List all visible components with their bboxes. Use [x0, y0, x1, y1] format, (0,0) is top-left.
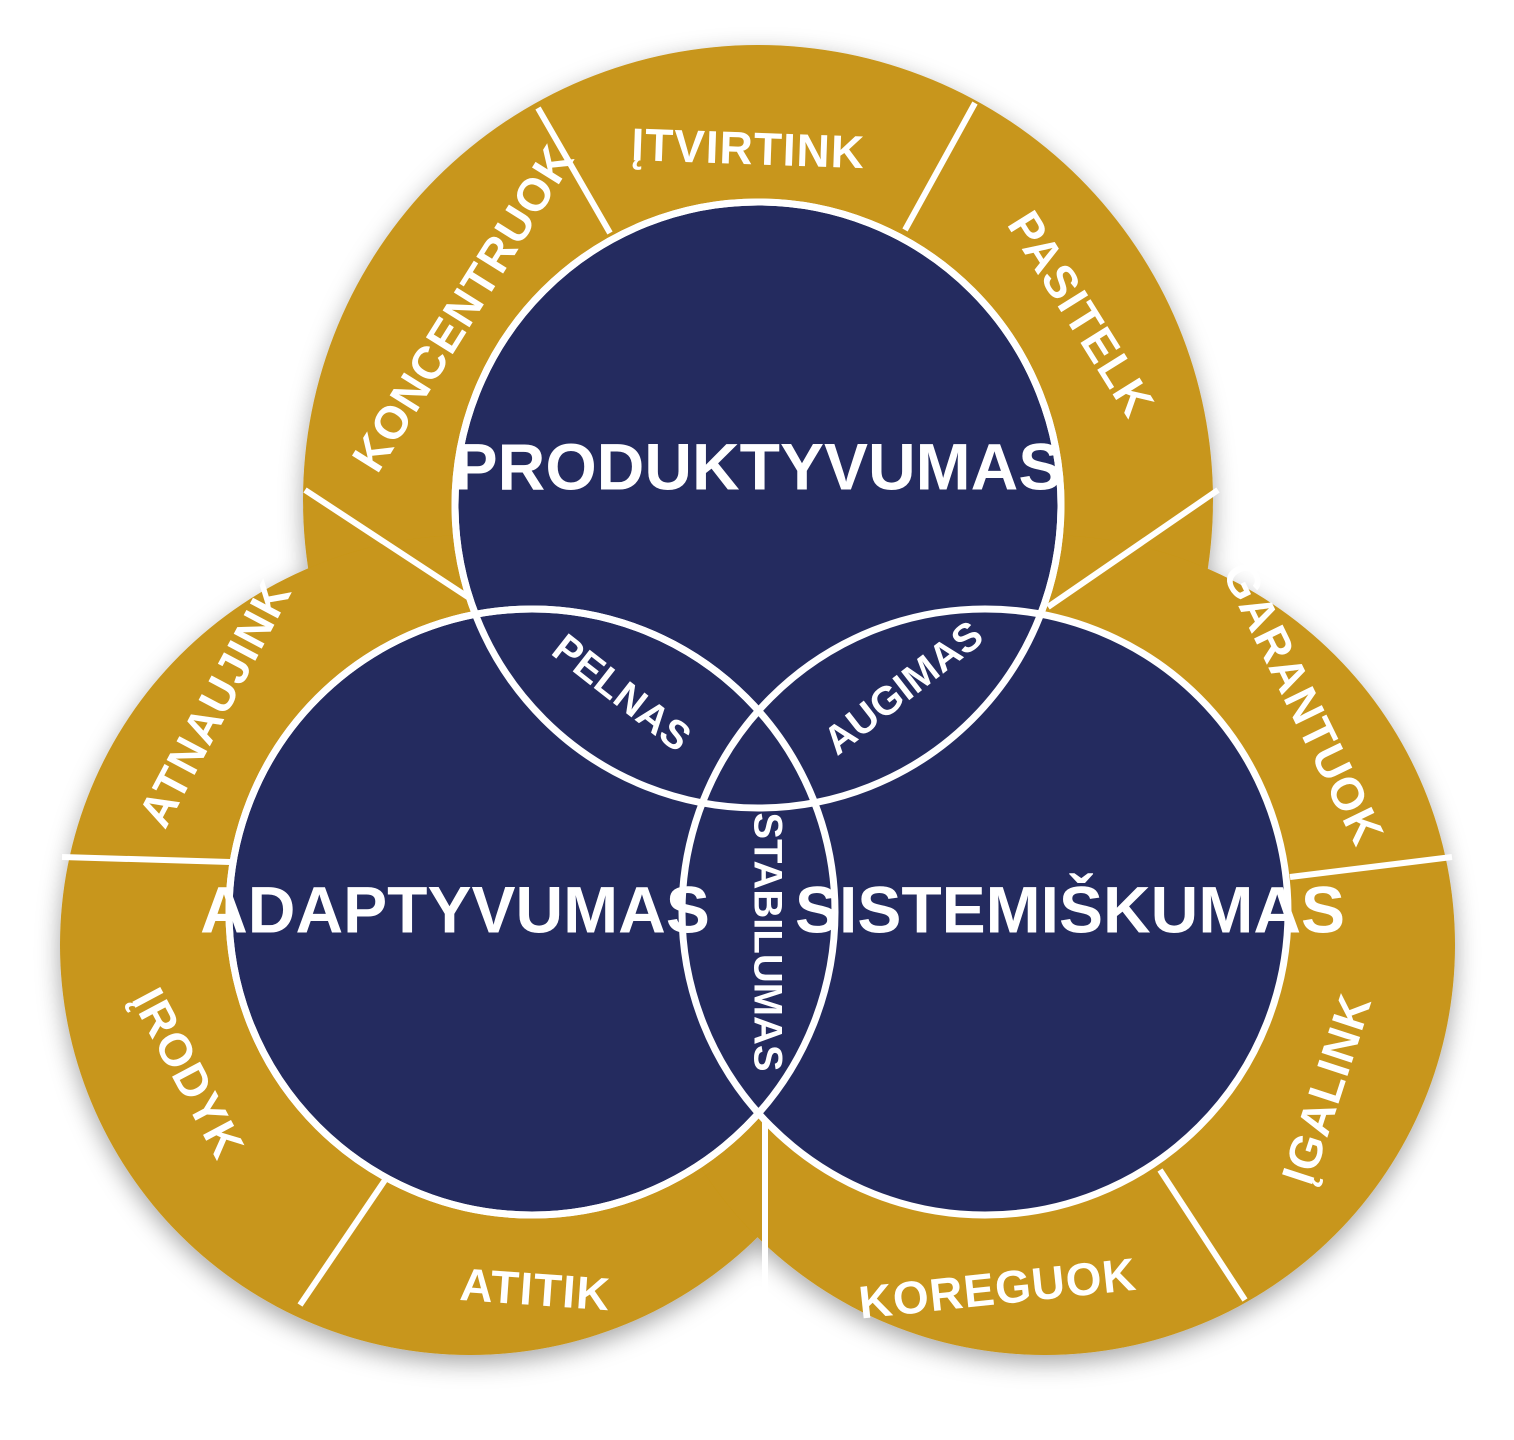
divider	[297, 1178, 388, 1307]
circle-label-top: PRODUKTYVUMAS	[454, 429, 1063, 503]
divider	[1289, 854, 1453, 880]
ring-label-itvirtink: ĮTVIRTINK	[630, 118, 866, 178]
overlap-label-stabilumas: STABILUMAS	[745, 812, 789, 1071]
divider	[902, 101, 978, 232]
divider	[1046, 487, 1220, 610]
divider	[1157, 1168, 1248, 1302]
segment-dividers	[61, 101, 1453, 1345]
circle-label-left: ADAPTYVUMAS	[200, 872, 710, 946]
divider	[535, 106, 613, 235]
divider	[61, 854, 231, 865]
circle-labels: PRODUKTYVUMAS ADAPTYVUMAS SISTEMIŠKUMAS	[200, 429, 1345, 946]
circle-top-outline	[451, 198, 1065, 812]
inner-circles	[225, 198, 1292, 1219]
ring-label-atitik: ATITIK	[458, 1258, 612, 1320]
divider	[303, 487, 482, 608]
circle-left-outline	[225, 605, 839, 1219]
circle-right	[678, 605, 1292, 1219]
circle-label-right: SISTEMIŠKUMAS	[795, 872, 1345, 946]
